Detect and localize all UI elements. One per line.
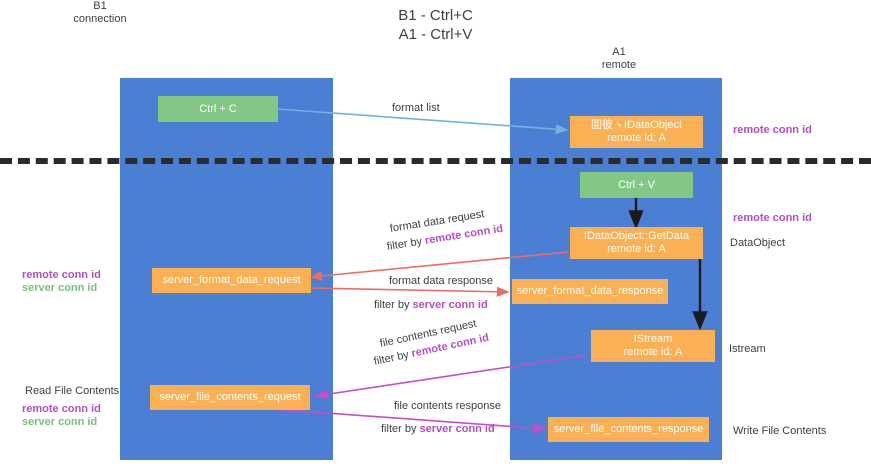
column-header-b1: B1 connection [0,0,200,26]
filter-prefix: filter by [381,423,420,435]
title-line-2: A1 - Ctrl+V [398,26,473,43]
annotation-remote-conn-id-top: remote conn id [733,124,812,136]
node-ctrl-v-label: Ctrl + V [618,178,655,191]
annotation-istream: Istream [729,343,766,355]
node-istream[interactable]: IStream remote id: A [591,330,715,362]
node-istream-line2: remote id: A [623,346,683,358]
annotation-write-file-contents: Write File Contents [733,425,827,437]
edge-label-file-contents-response: file contents response [394,400,502,412]
column-header-a1: A1 remote [519,46,719,72]
edge-label-format-list: format list [392,102,440,114]
annotation-remote-conn-id-mid: remote conn id [733,212,812,224]
node-server-file-contents-response-label: server_file_contents_response [553,423,704,435]
column-header-a1-name: A1 [612,46,626,58]
node-server-file-contents-request[interactable]: server_file_contents_request [150,385,310,410]
node-idataobject-getdata-line2: remote id: A [607,243,666,255]
node-server-format-data-request[interactable]: server_format_data_request [152,268,311,293]
node-server-format-data-response-label: server_format_data_response [516,285,664,297]
node-ctrl-c[interactable]: Ctrl + C [158,96,278,122]
filter-prefix: filter by [374,299,413,311]
annotation-left-remote-conn-id: remote conn id [22,269,101,281]
section-divider [0,158,871,164]
node-idataobject[interactable]: 囬彼ヽIDataObject remote id: A [570,116,703,148]
node-ctrl-c-label: Ctrl + C [199,102,237,115]
arrow-file-contents-request [314,354,589,400]
node-server-file-contents-request-label: server_file_contents_request [159,391,301,403]
arrow-format-data-request [309,251,569,282]
annotation-left-server-conn-id: server conn id [22,282,98,294]
column-header-b1-name: B1 [93,0,107,12]
filter-key: server conn id [419,423,495,435]
filter-key: server conn id [412,299,488,311]
node-server-format-data-request-label: server_format_data_request [162,274,301,286]
arrow-format-data-response [310,286,510,297]
title-line-1: B1 - Ctrl+C [398,7,473,24]
node-idataobject-getdata-line1: IDataObject::GetData [583,230,690,242]
node-server-format-data-response[interactable]: server_format_data_response [512,279,668,304]
node-idataobject-line2: remote id: A [607,132,666,144]
node-idataobject-getdata[interactable]: IDataObject::GetData remote id: A [570,227,703,259]
node-istream-line1: IStream [633,333,673,345]
node-idataobject-line1: 囬彼ヽIDataObject [590,119,683,131]
edge-label-format-data-response-filter: filter by server conn id [374,298,488,312]
column-header-a1-role: remote [601,59,637,71]
edge-label-file-contents-response-filter: filter by server conn id [381,422,495,436]
node-ctrl-v[interactable]: Ctrl + V [580,172,693,198]
edge-label-format-data-response: format data response [389,275,493,287]
diagram-title: B1 - Ctrl+C A1 - Ctrl+V [0,6,871,44]
annotation-read-file-contents: Read File Contents [25,385,120,397]
annotation-dataobject: DataObject [730,237,786,249]
column-header-b1-role: connection [73,13,127,25]
annotation-left-bottom-server-conn-id: server conn id [22,416,98,428]
node-server-file-contents-response[interactable]: server_file_contents_response [548,417,709,442]
annotation-left-bottom-remote-conn-id: remote conn id [22,403,101,415]
arrow-format-list [276,108,569,135]
